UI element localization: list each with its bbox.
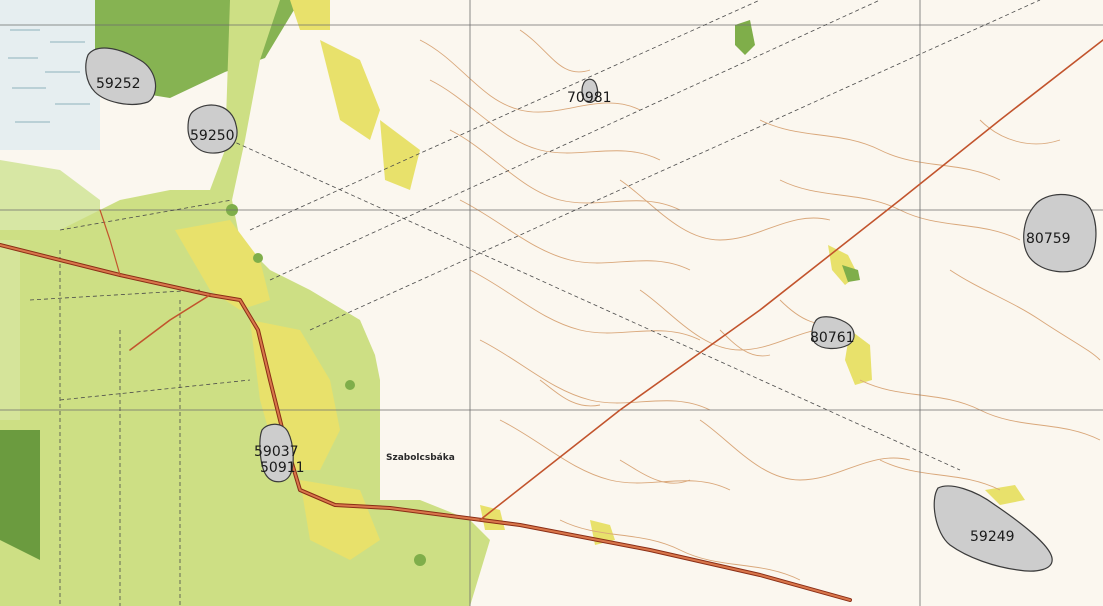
site-polygon-70981[interactable] (581, 78, 599, 103)
site-labels: 59252 59250 70981 80759 80761 59037 5091… (96, 76, 1071, 545)
site-label-50911: 50911 (260, 460, 305, 476)
site-polygon-59250[interactable] (187, 104, 238, 154)
marsh-area (0, 0, 100, 150)
site-label-80761: 80761 (810, 330, 855, 346)
site-label-80759: 80759 (1026, 231, 1071, 247)
place-labels: Szabolcsbáka (386, 453, 455, 463)
field-boundaries (29, 0, 1041, 606)
site-label-70981: 70981 (567, 90, 612, 106)
place-label-szabolcsbaka: Szabolcsbáka (386, 453, 455, 463)
site-label-59250: 59250 (190, 128, 235, 144)
site-label-59249: 59249 (970, 529, 1015, 545)
site-polygon-59037-50911[interactable] (259, 423, 294, 483)
site-label-59252: 59252 (96, 76, 141, 92)
site-label-59037: 59037 (254, 444, 299, 460)
site-polygon-59249[interactable] (933, 485, 1053, 572)
contour-lines (419, 29, 1101, 581)
site-polygon-80761[interactable] (811, 316, 855, 350)
site-polygons[interactable] (85, 47, 1097, 572)
vegetation-patches (226, 20, 860, 566)
site-polygon-80759[interactable] (1023, 193, 1097, 273)
site-polygon-59252[interactable] (85, 47, 157, 105)
